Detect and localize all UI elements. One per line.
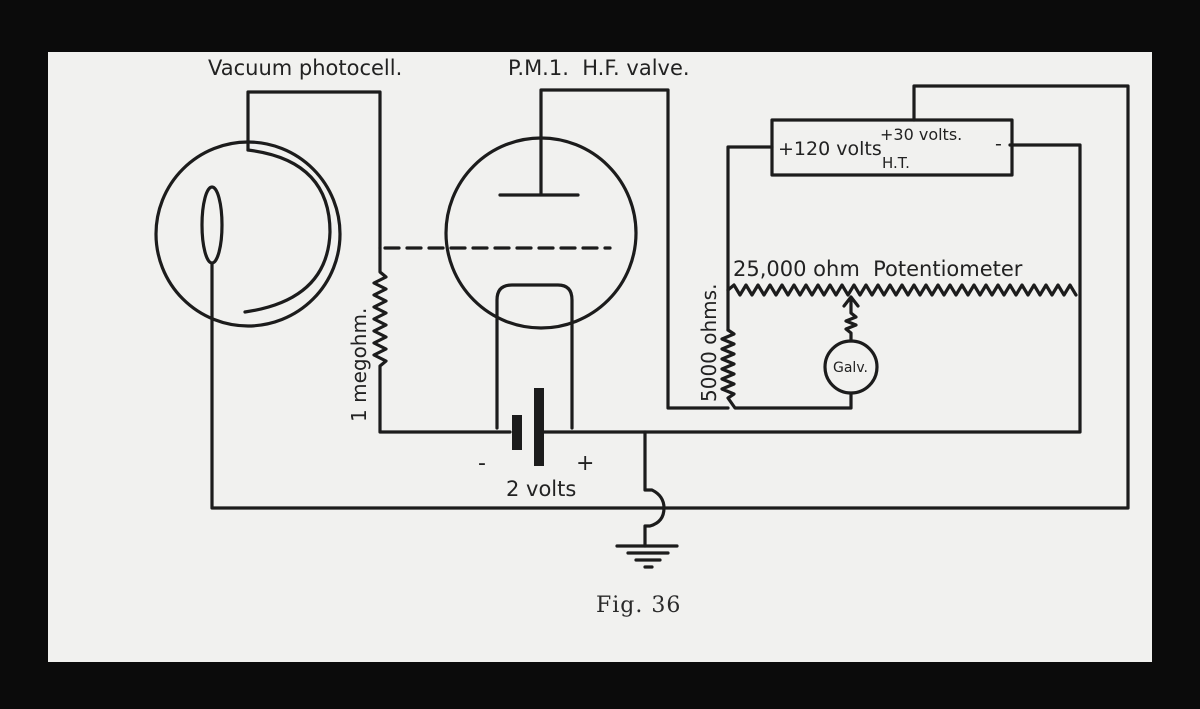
potentiometer: [726, 283, 1078, 297]
label-potentiometer: 25,000 ohm Potentiometer: [733, 257, 1023, 281]
hf-valve: [383, 88, 730, 430]
resistor-5000-ohms: [720, 328, 853, 410]
label-photocell: Vacuum photocell.: [208, 56, 402, 80]
label-galv: Galv.: [833, 360, 868, 376]
label-plus-120-volts: +120 volts: [778, 138, 882, 160]
label-ht-minus: -: [995, 133, 1002, 155]
label-battery-minus: -: [478, 451, 486, 476]
label-1-megohm: 1 megohm.: [347, 308, 371, 422]
ground-symbol: [615, 430, 679, 569]
galvanometer: [823, 295, 879, 395]
vacuum-photocell: [154, 84, 1130, 510]
label-valve: P.M.1. H.F. valve.: [508, 56, 690, 80]
paper: [48, 52, 1152, 662]
label-plus-30-volts: +30 volts.: [880, 125, 962, 144]
label-battery-plus: +: [576, 451, 594, 476]
figure-caption: Fig. 36: [596, 593, 681, 618]
ht-battery-box: [726, 118, 1014, 332]
battery-2-volts: [512, 143, 1082, 466]
resistor-1-megohm: [372, 246, 512, 434]
label-5000-ohms: 5000 ohms.: [697, 284, 721, 402]
label-ht: H.T.: [882, 154, 910, 172]
label-2-volts: 2 volts: [506, 477, 576, 501]
